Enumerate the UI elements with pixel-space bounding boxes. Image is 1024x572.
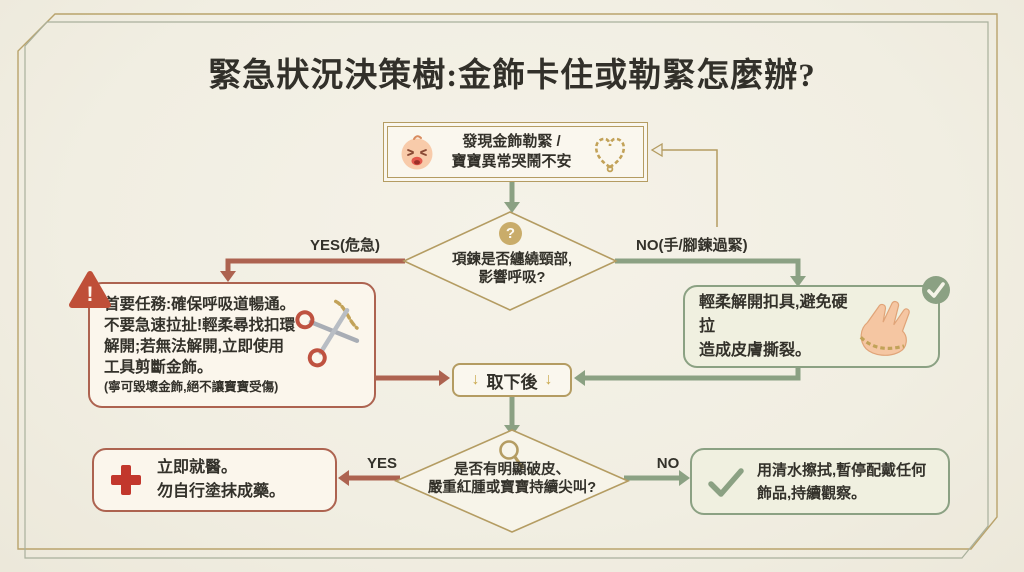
- down-arrow-icon: ↓: [471, 371, 480, 388]
- seek-doctor-text: 立即就醫。 勿自行塗抹成藥。: [157, 459, 286, 500]
- decision1-text: 項鍊是否纏繞頸部, 影響呼吸?: [451, 252, 573, 286]
- gentle-release-node: 輕柔解開扣具,避免硬拉 造成皮膚撕裂。: [683, 276, 950, 368]
- down-arrow-icon: ↓: [544, 371, 553, 388]
- after-removal-label: 取下後: [486, 372, 538, 392]
- observe-text: 用清水擦拭,暫停配戴任何 飾品,持續觀察。: [757, 461, 927, 502]
- green-check-icon: [706, 465, 746, 499]
- check-circle-icon: [919, 273, 953, 307]
- page-title: 緊急狀況決策樹:金飾卡住或勒緊怎麼辦?: [208, 58, 816, 94]
- edge-label-no-limb-chain: NO(手/腳鍊過緊): [636, 237, 748, 254]
- emergency-action-node: ! 首要任務:確保呼吸道暢通。 不要急速拉扯!輕柔尋找扣環 解開;若無法解開,立…: [69, 271, 376, 408]
- hand-with-bracelet-icon: [848, 293, 924, 361]
- red-cross-icon: [108, 462, 144, 498]
- observe-node: 用清水擦拭,暫停配戴任何 飾品,持續觀察。: [690, 448, 950, 515]
- decision2-text: 是否有明顯破皮、 嚴重紅腫或寶寶持續尖叫?: [427, 462, 597, 496]
- start-node: 發現金飾勒緊 / 寶寶異常哭鬧不安: [383, 122, 648, 182]
- crying-baby-icon: [396, 131, 438, 173]
- start-node-inner-border: 發現金飾勒緊 / 寶寶異常哭鬧不安: [387, 126, 644, 178]
- warning-exclamation-glyph: !: [87, 283, 94, 306]
- question-icon: ?: [499, 222, 522, 245]
- edge-label-yes-critical: YES(危急): [309, 237, 380, 254]
- gold-necklace-icon: [585, 127, 635, 177]
- warning-triangle-icon: !: [68, 268, 112, 310]
- scissors-cut-chain-icon: [295, 296, 369, 368]
- edge-label-no: NO: [656, 455, 680, 472]
- start-node-text: 發現金飾勒緊 / 寶寶異常哭鬧不安: [451, 133, 572, 170]
- seek-doctor-node: 立即就醫。 勿自行塗抹成藥。: [92, 448, 337, 512]
- emergency-action-note: (寧可毀壞金飾,絕不讓寶寶受傷): [104, 380, 279, 394]
- gentle-release-text: 輕柔解開扣具,避免硬拉 造成皮膚撕裂。: [699, 293, 848, 359]
- after-removal-node: ↓ 取下後 ↓: [452, 363, 572, 397]
